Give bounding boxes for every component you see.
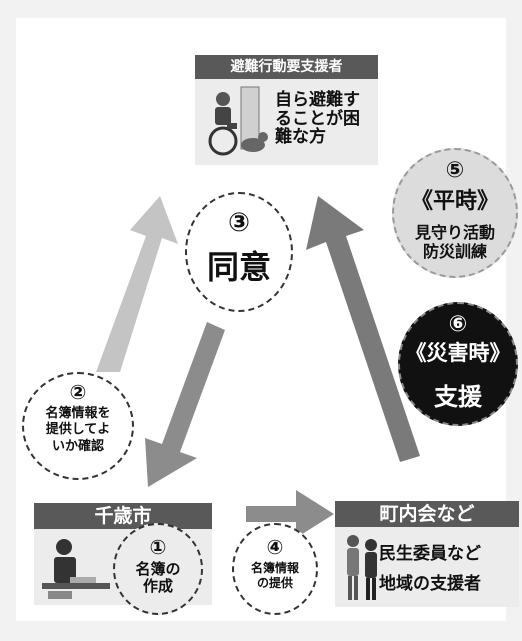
neighborhood-association-header: 町内会など (335, 501, 519, 527)
step6-label: 支援 (434, 383, 482, 411)
step3-consent-badge: ③ 同意 (185, 192, 293, 312)
step2-label-line2: 提供してよ (45, 422, 111, 438)
step5-number: ⑤ (445, 158, 465, 183)
step5-title: 《平時》 (410, 189, 499, 214)
step5-label-line2: 防災訓練 (422, 242, 487, 262)
arrow-confirm-up (96, 196, 178, 372)
step4-provide-list-badge: ④ 名簿情報 の提供 (232, 523, 318, 615)
step6-disaster-badge: ⑥ 《災害時》 支援 (398, 302, 518, 426)
step2-confirm-badge: ② 名簿情報を 提供してよ いか確認 (22, 372, 134, 480)
step4-number: ④ (266, 535, 284, 559)
step5-label-line1: 見守り活動 (414, 223, 495, 242)
step1-label-line1: 名簿の (135, 560, 181, 578)
step1-create-list-badge: ① 名簿の 作成 (113, 523, 203, 615)
support-needed-person-header: 避難行動要支援者 (195, 55, 378, 79)
welfare-commissioner-text: 民生委員など (379, 544, 481, 564)
neighborhood-association-box: 町内会など 民生委員など 地域の支援者 (335, 501, 519, 607)
step1-number: ① (149, 535, 167, 559)
local-supporter-text: 地域の支援者 (379, 574, 481, 594)
support-needed-person-description: 自ら避難することが困難な方 (275, 90, 360, 148)
step4-label-line1: 名簿情報 (250, 561, 299, 575)
step3-label: 同意 (206, 248, 271, 286)
step6-title: 《災害時》 (405, 341, 511, 365)
chitose-city-header: 千歳市 (34, 503, 212, 529)
step4-label-line2: の提供 (256, 576, 293, 590)
step2-number: ② (69, 380, 87, 404)
step5-normal-times-badge: ⑤ 《平時》 見守り活動 防災訓練 (392, 148, 518, 278)
arrow-provide-right (246, 490, 334, 538)
step2-label-line1: 名簿情報を (45, 406, 111, 421)
wheelchair-user-with-dog-icon (208, 86, 268, 156)
step3-number: ③ (227, 208, 250, 238)
arrow-consent-down (145, 322, 225, 487)
step1-label-line2: 作成 (142, 577, 173, 596)
official-at-desk-icon (42, 539, 110, 599)
arrow-support-up (306, 196, 420, 462)
step6-number: ⑥ (448, 312, 468, 337)
step2-label-line3: いか確認 (51, 438, 104, 454)
elderly-person-with-helper-icon (347, 535, 377, 600)
support-needed-person-box: 避難行動要支援者 自ら避難することが困難な方 (195, 55, 378, 165)
